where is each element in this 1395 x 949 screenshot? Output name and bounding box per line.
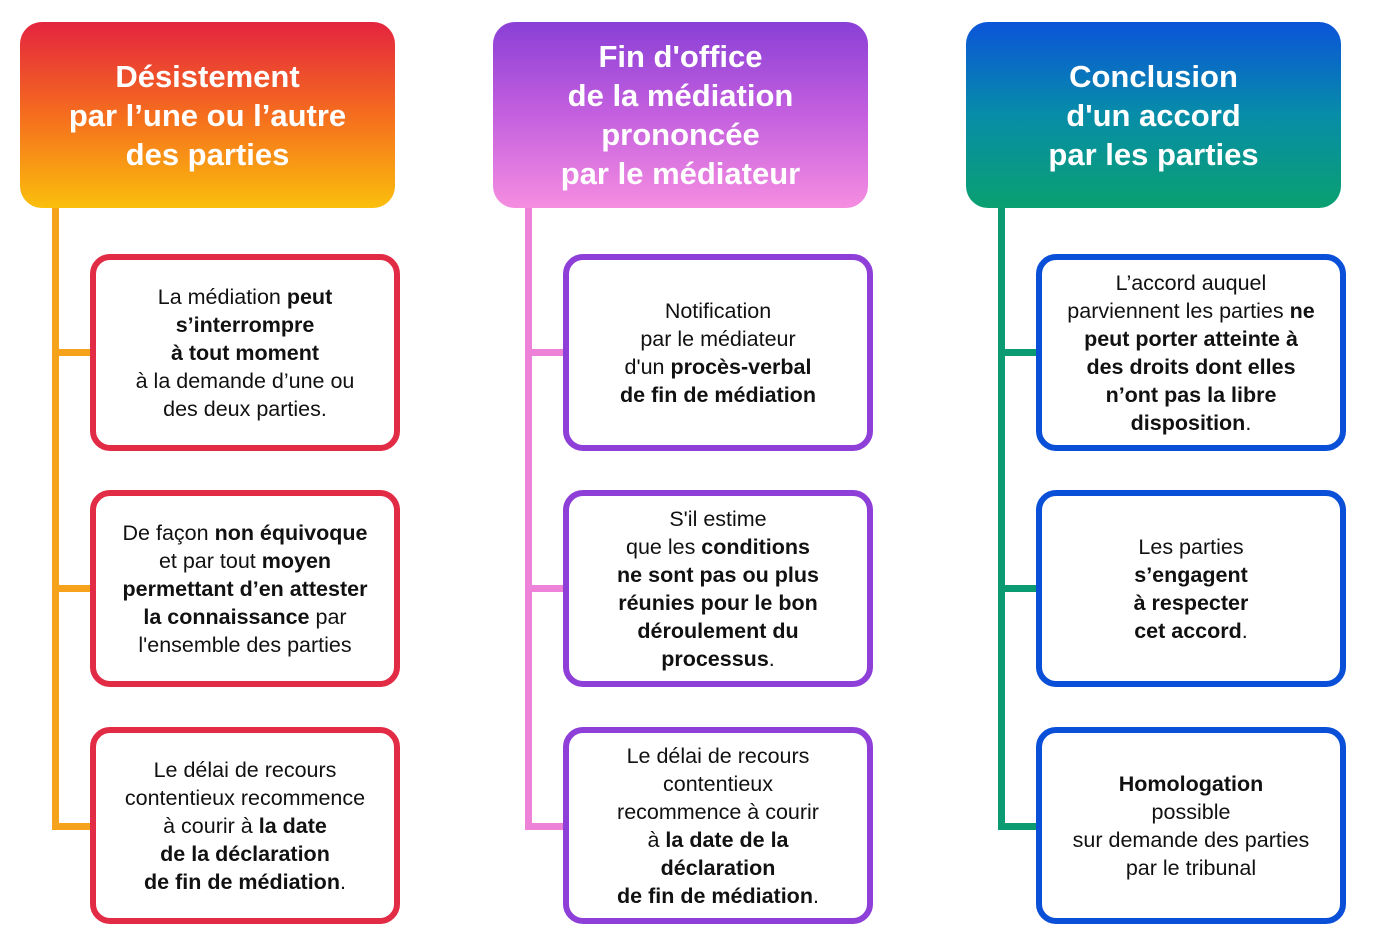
header-desistement: Désistement par l’une ou l’autre des par… xyxy=(20,22,395,208)
box-homologation-possible: Homologation possible sur demande des pa… xyxy=(1036,727,1346,924)
connector-branch-col1-row1 xyxy=(52,349,90,356)
box-text: Le délai de recours contentieux recommen… xyxy=(124,757,366,894)
box-text: Notification par le médiateur d'un procè… xyxy=(620,298,816,407)
box-delai-recours-fin-d-office: Le délai de recours contentieux recommen… xyxy=(563,727,873,924)
connector-branch-col2-row3 xyxy=(525,823,563,830)
connector-branch-col2-row2 xyxy=(525,585,563,592)
connector-branch-col3-row2 xyxy=(998,585,1036,592)
connector-vertical-col2 xyxy=(525,208,532,830)
connector-branch-col1-row3 xyxy=(52,823,90,830)
box-text: Les parties s’engagent à respecter cet a… xyxy=(1133,534,1249,643)
box-text: Homologation possible sur demande des pa… xyxy=(1072,771,1310,880)
connector-branch-col1-row2 xyxy=(52,585,90,592)
box-text: S'il estime que les conditions ne sont p… xyxy=(617,506,819,671)
box-notification-proces-verbal: Notification par le médiateur d'un procè… xyxy=(563,254,873,451)
connector-branch-col3-row1 xyxy=(998,349,1036,356)
box-delai-recours-desistement: Le délai de recours contentieux recommen… xyxy=(90,727,400,924)
box-conditions-non-reunies: S'il estime que les conditions ne sont p… xyxy=(563,490,873,687)
connector-branch-col3-row3 xyxy=(998,823,1036,830)
box-text: L’accord auquel parviennent les parties … xyxy=(1067,270,1315,435)
header-fin-d-office: Fin d'office de la médiation prononcée p… xyxy=(493,22,868,208)
box-text: De façon non équivoque et par tout moyen… xyxy=(122,520,368,657)
box-engagement-respecter-accord: Les parties s’engagent à respecter cet a… xyxy=(1036,490,1346,687)
connector-vertical-col1 xyxy=(52,208,59,830)
box-accord-droits-indisponibles: L’accord auquel parviennent les parties … xyxy=(1036,254,1346,451)
connector-branch-col2-row1 xyxy=(525,349,563,356)
box-facon-non-equivoque: De façon non équivoque et par tout moyen… xyxy=(90,490,400,687)
header-conclusion-accord: Conclusion d'un accord par les parties xyxy=(966,22,1341,208)
box-text: La médiation peut s’interrompre à tout m… xyxy=(135,284,355,421)
box-text: Le délai de recours contentieux recommen… xyxy=(617,743,819,908)
box-interruption-a-tout-moment: La médiation peut s’interrompre à tout m… xyxy=(90,254,400,451)
connector-vertical-col3 xyxy=(998,208,1005,830)
